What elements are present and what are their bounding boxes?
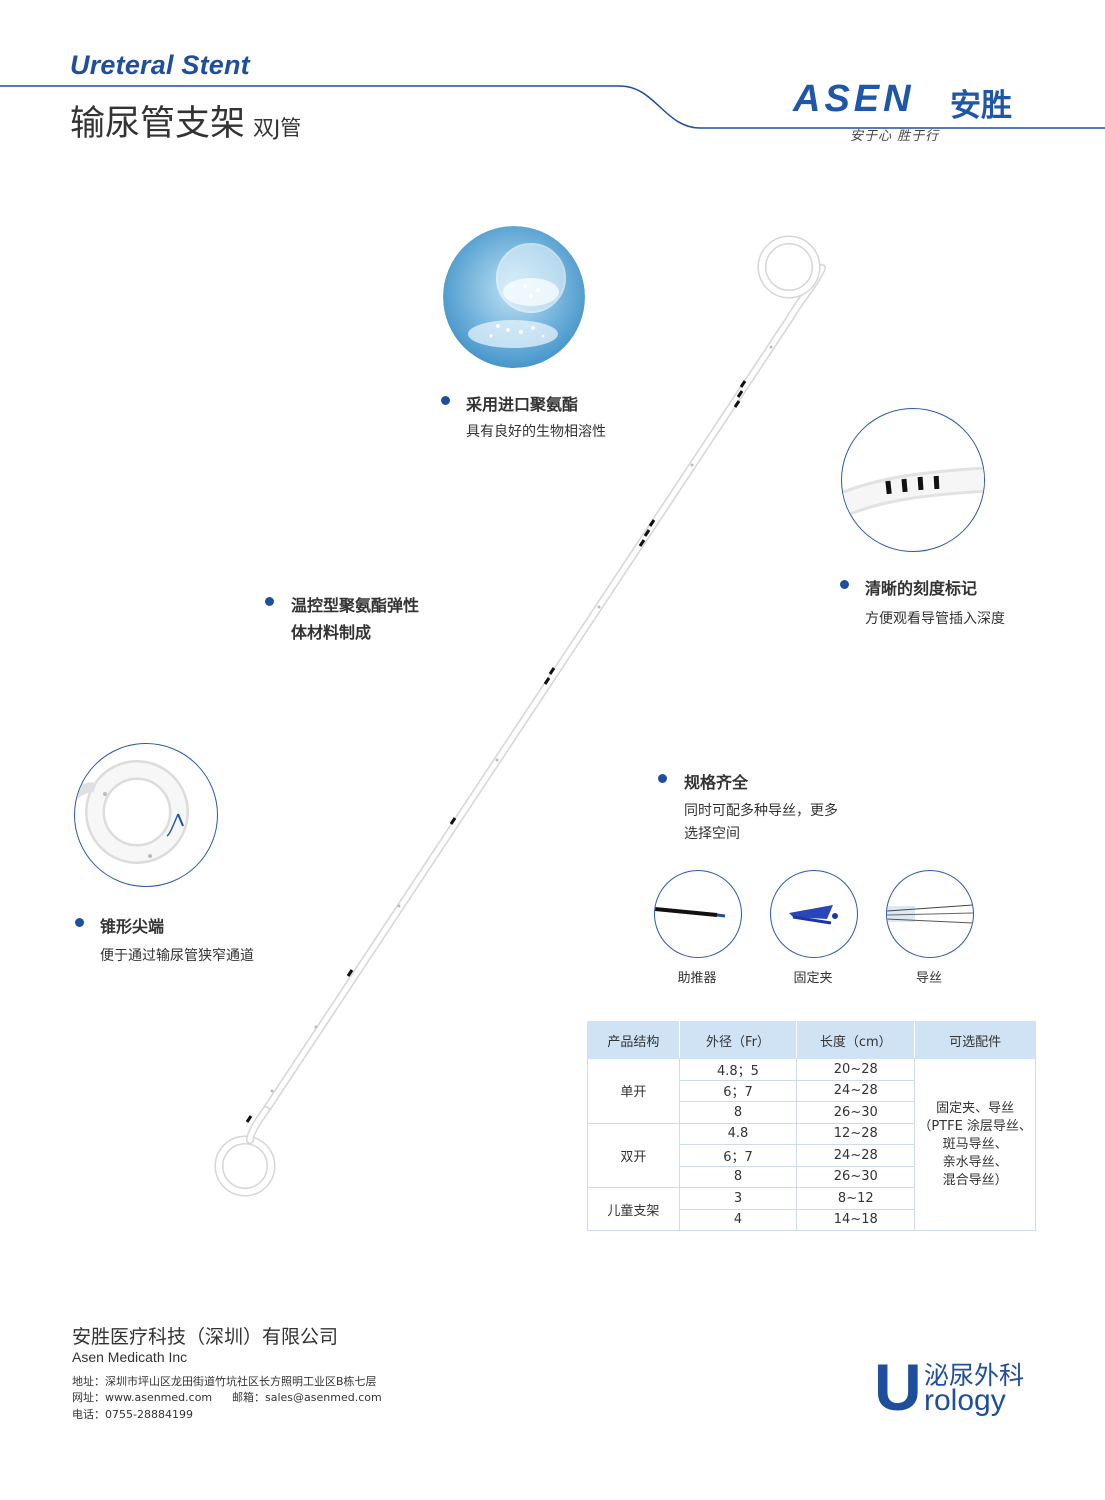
pusher-image	[654, 870, 742, 958]
company-phone: 电话：0755-28884199	[72, 1408, 193, 1421]
group-cell: 儿童支架	[587, 1187, 680, 1231]
table-cell: 26~30	[796, 1165, 916, 1188]
table-cell: 4	[678, 1208, 798, 1231]
brand-slogan: 安于心 胜于行	[850, 129, 940, 144]
title-chinese-sub: 双J管	[253, 116, 302, 140]
accessory-label-guidewire: 导丝	[915, 971, 942, 986]
column-header: 外径（Fr）	[678, 1021, 798, 1059]
table-row: 儿童支架 3 8~12	[587, 1187, 1036, 1231]
depth-mark	[638, 539, 646, 547]
double-j-stent-illustration	[214, 235, 826, 1197]
options-cell: 固定夹、导丝 （PTFE 涂层导丝、 斑马导丝、 亲水导丝、 混合导丝）	[914, 1058, 1036, 1231]
depth-markings-closeup-image	[841, 408, 985, 552]
company-name-chinese: 安胜医疗科技（深圳）有限公司	[72, 1326, 339, 1348]
table-cell: 14~18	[796, 1208, 916, 1231]
brand-logo-chinese: 安胜	[950, 88, 1012, 124]
table-cell: 6；7	[678, 1144, 798, 1167]
feature-bullet	[265, 597, 274, 606]
specification-table: 产品结构 外径（Fr） 长度（cm） 可选配件 单开 4.8；5 20~28 固…	[587, 1021, 1036, 1231]
feature-bullet	[658, 774, 667, 783]
guidewire-image	[886, 870, 974, 958]
table-row: 8 26~30	[588, 1101, 1036, 1124]
header-divider-line	[0, 85, 1105, 129]
options-line: 固定夹、导丝	[936, 1100, 1015, 1116]
options-line: 混合导丝）	[942, 1172, 1008, 1188]
urology-logo-letter: U	[874, 1350, 922, 1424]
table-cell: 8	[678, 1101, 798, 1124]
company-name-english: Asen Medicath Inc	[72, 1349, 188, 1365]
company-email[interactable]: 邮箱：sales@asenmed.com	[232, 1391, 382, 1404]
table-row: 6；7 24~28	[588, 1079, 1036, 1102]
accessory-label-clip: 固定夹	[793, 971, 833, 986]
depth-mark	[449, 817, 457, 825]
urology-chinese: 泌尿外科	[924, 1361, 1025, 1390]
depth-mark	[643, 529, 651, 537]
depth-mark	[245, 1115, 253, 1123]
table-row: 6；7 24~28	[588, 1144, 1036, 1167]
accessory-label-pusher: 助推器	[677, 971, 717, 986]
feature-tapered-tip-desc: 便于通过输尿管狭窄通道	[100, 948, 254, 964]
table-row: 单开 4.8；5 20~28 固定夹、导丝 （PTFE 涂层导丝、 斑马导丝、 …	[587, 1058, 1036, 1231]
polyurethane-granules-image	[443, 226, 585, 368]
depth-mark	[648, 519, 656, 527]
fixing-clip-image	[770, 870, 858, 958]
feature-material-title: 温控型聚氨酯弹性	[291, 596, 420, 615]
depth-mark	[346, 969, 354, 977]
column-header: 长度（cm）	[796, 1021, 916, 1059]
table-cell: 4.8；5	[678, 1058, 798, 1081]
title-english: Ureteral Stent	[70, 50, 250, 80]
table-cell: 26~30	[796, 1101, 916, 1124]
column-header: 产品结构	[587, 1021, 680, 1059]
depth-mark	[733, 400, 741, 408]
table-row: 4 14~18	[588, 1208, 1036, 1231]
table-cell: 6；7	[678, 1079, 798, 1102]
feature-depth-marks-title: 清晰的刻度标记	[865, 579, 978, 598]
title-chinese-main: 输尿管支架	[70, 104, 246, 144]
feature-bullet	[441, 396, 450, 405]
company-address: 地址：深圳市坪山区龙田街道竹坑社区长方照明工业区B栋七层	[72, 1375, 377, 1388]
group-cell: 单开	[587, 1058, 680, 1124]
depth-mark	[543, 677, 551, 685]
feature-polyurethane-desc: 具有良好的生物相溶性	[466, 424, 606, 440]
feature-polyurethane-title: 采用进口聚氨酯	[466, 395, 579, 414]
depth-mark	[736, 390, 744, 398]
group-cell: 双开	[587, 1122, 680, 1188]
depth-mark	[739, 380, 747, 388]
table-row: 8 26~30	[588, 1165, 1036, 1188]
options-line: 斑马导丝、	[942, 1136, 1008, 1152]
table-cell: 24~28	[796, 1079, 916, 1102]
table-cell: 24~28	[796, 1144, 916, 1167]
feature-bullet	[840, 580, 849, 589]
table-header-row: 产品结构 外径（Fr） 长度（cm） 可选配件	[587, 1021, 1036, 1059]
table-cell: 4.8	[678, 1122, 798, 1145]
depth-mark	[548, 667, 556, 675]
options-line: （PTFE 涂层导丝、	[918, 1118, 1032, 1134]
table-row: 双开 4.8 12~28	[587, 1122, 1036, 1188]
company-website[interactable]: 网址：www.asenmed.com	[72, 1391, 213, 1404]
feature-specifications-desc-line2: 选择空间	[684, 826, 740, 842]
feature-depth-marks-desc: 方便观看导管插入深度	[865, 611, 1005, 627]
table-cell: 8	[678, 1165, 798, 1188]
table-cell: 20~28	[796, 1058, 916, 1081]
table-cell: 12~28	[796, 1122, 916, 1145]
brand-logo-english: ASEN	[793, 78, 915, 120]
urology-english: rology	[924, 1384, 1006, 1417]
options-line: 亲水导丝、	[942, 1154, 1008, 1170]
feature-material-title-line2: 体材料制成	[291, 623, 372, 642]
feature-specifications-title: 规格齐全	[684, 773, 749, 792]
feature-specifications-desc: 同时可配多种导丝，更多	[684, 803, 838, 819]
urology-logo: U	[874, 1354, 922, 1420]
feature-bullet	[75, 918, 84, 927]
tapered-tip-closeup-image	[74, 743, 218, 887]
feature-tapered-tip-title: 锥形尖端	[100, 917, 165, 936]
column-header: 可选配件	[914, 1021, 1036, 1059]
title-chinese: 输尿管支架双J管	[70, 95, 301, 146]
table-cell: 8~12	[796, 1187, 916, 1210]
table-cell: 3	[678, 1187, 798, 1210]
